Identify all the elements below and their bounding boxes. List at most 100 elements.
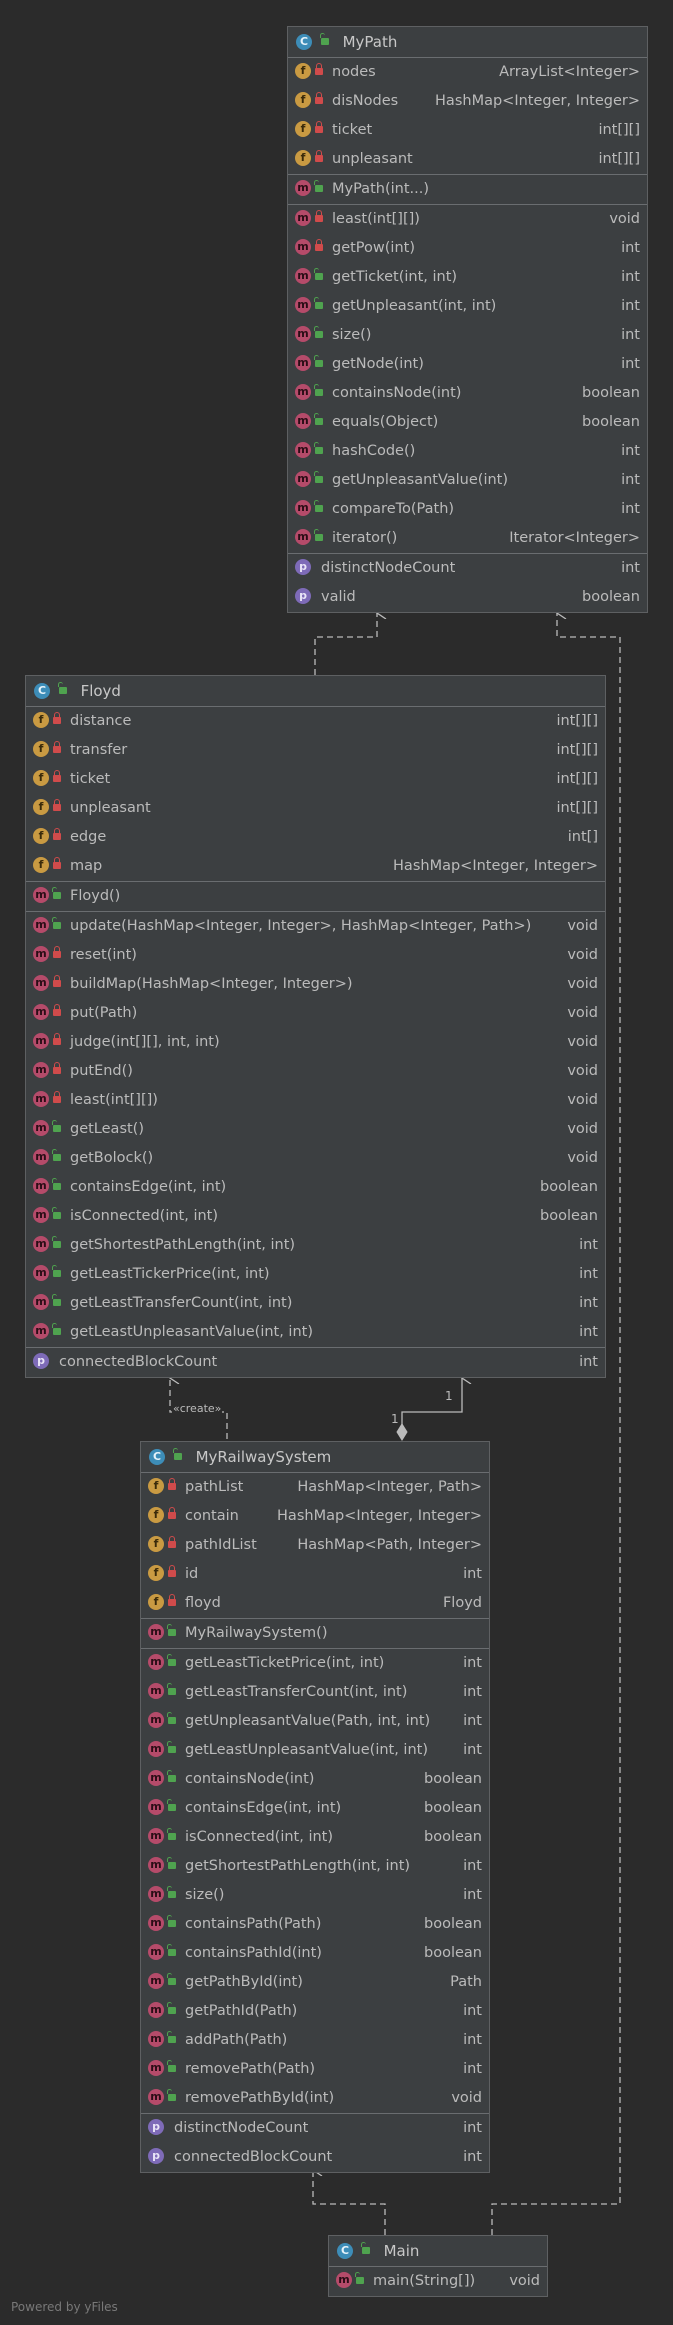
public-icon: [52, 1235, 61, 1249]
method-type: int: [463, 1713, 482, 1729]
field-icon: f: [33, 828, 49, 844]
method-name: removePath(Path): [185, 2061, 316, 2077]
class-header[interactable]: C Floyd: [26, 676, 605, 707]
method-icon: m: [33, 887, 49, 903]
method-name: containsPath(Path): [185, 1916, 322, 1932]
field-type: Floyd: [442, 1595, 482, 1611]
class-header[interactable]: C Main: [329, 2236, 547, 2267]
method-type: int: [621, 240, 640, 256]
class-name: MyRailwaySystem: [195, 1448, 332, 1466]
method-name: compareTo(Path): [332, 501, 455, 517]
method-icon: m: [33, 1207, 49, 1223]
method-icon: m: [295, 297, 311, 313]
method-name: buildMap(HashMap<Integer, Integer>): [70, 976, 353, 992]
method-name: putEnd(): [70, 1063, 133, 1079]
method-name: isConnected(int, int): [70, 1208, 219, 1224]
method-type: boolean: [424, 1800, 482, 1816]
field-icon: f: [148, 1478, 164, 1494]
method-type: int: [579, 1266, 598, 1282]
method-type: int: [621, 472, 640, 488]
private-icon: [53, 1003, 61, 1017]
class-header[interactable]: C MyPath: [288, 27, 647, 58]
method-name: least(int[][]): [332, 211, 420, 227]
class-header[interactable]: C MyRailwaySystem: [141, 1442, 489, 1473]
property-name: valid: [321, 589, 356, 605]
property-name: connectedBlockCount: [174, 2149, 333, 2165]
public-icon: [167, 2030, 176, 2044]
